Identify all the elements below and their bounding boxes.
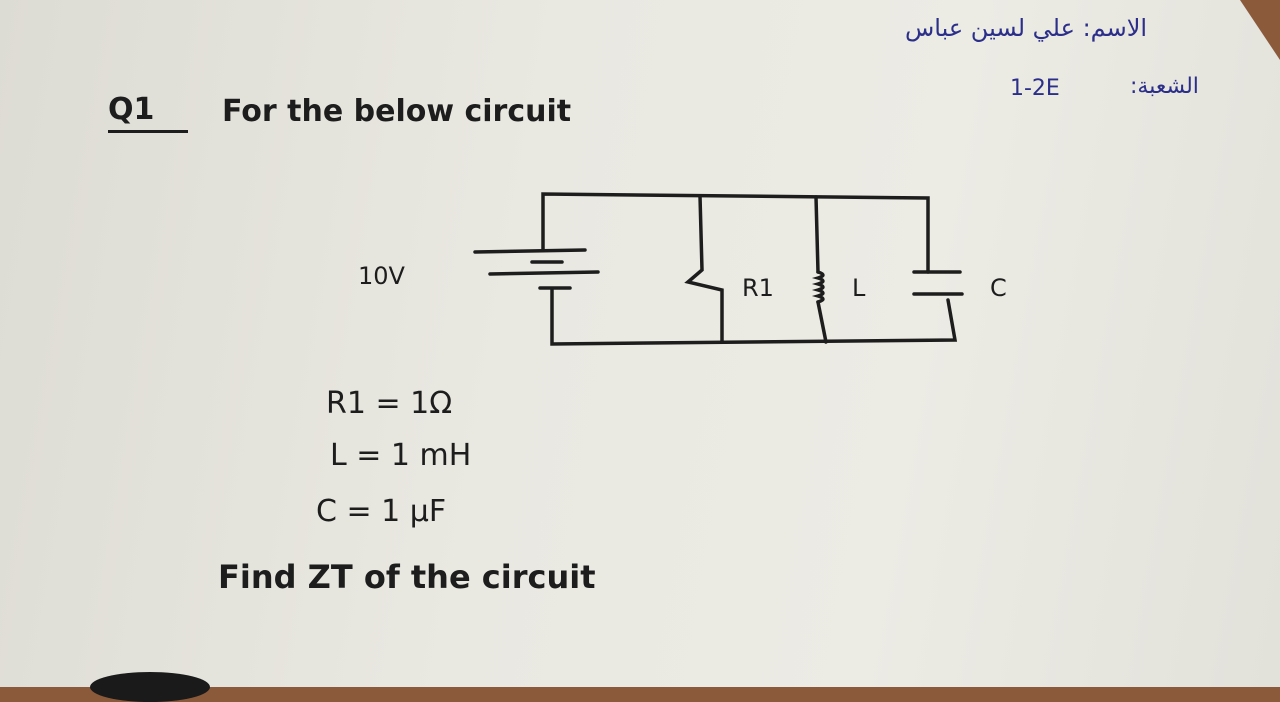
battery-long-plate-2 [488, 270, 600, 276]
capacitor-value: C = 1 μF [316, 494, 447, 529]
shadow [90, 672, 210, 702]
inductor-coil [811, 270, 825, 304]
question-underline [108, 130, 188, 133]
inductor-value: L = 1 mH [330, 438, 472, 473]
circuit-diagram [473, 192, 964, 346]
question-text: For the below circuit [222, 94, 572, 129]
inductor-label: L [852, 274, 866, 302]
question-label: Q1 [108, 92, 155, 127]
top-wire [541, 192, 930, 274]
resistor-label: R1 [742, 274, 774, 302]
inductor-wire [814, 195, 820, 274]
task-text: Find ZT of the circuit [218, 558, 596, 596]
r1-wire [684, 194, 724, 344]
group-label: الشعبة: [1130, 74, 1199, 99]
inductor-wire-bottom [816, 300, 828, 344]
student-name: الاسم: علي لسين عباس [905, 14, 1148, 42]
capacitor-label: C [990, 274, 1007, 302]
bottom-wire [550, 288, 958, 346]
battery-long-plate [473, 248, 587, 254]
resistor-value: R1 = 1Ω [326, 386, 453, 421]
source-voltage-label: 10V [358, 262, 405, 290]
group-value: 1-2E [1010, 76, 1060, 101]
